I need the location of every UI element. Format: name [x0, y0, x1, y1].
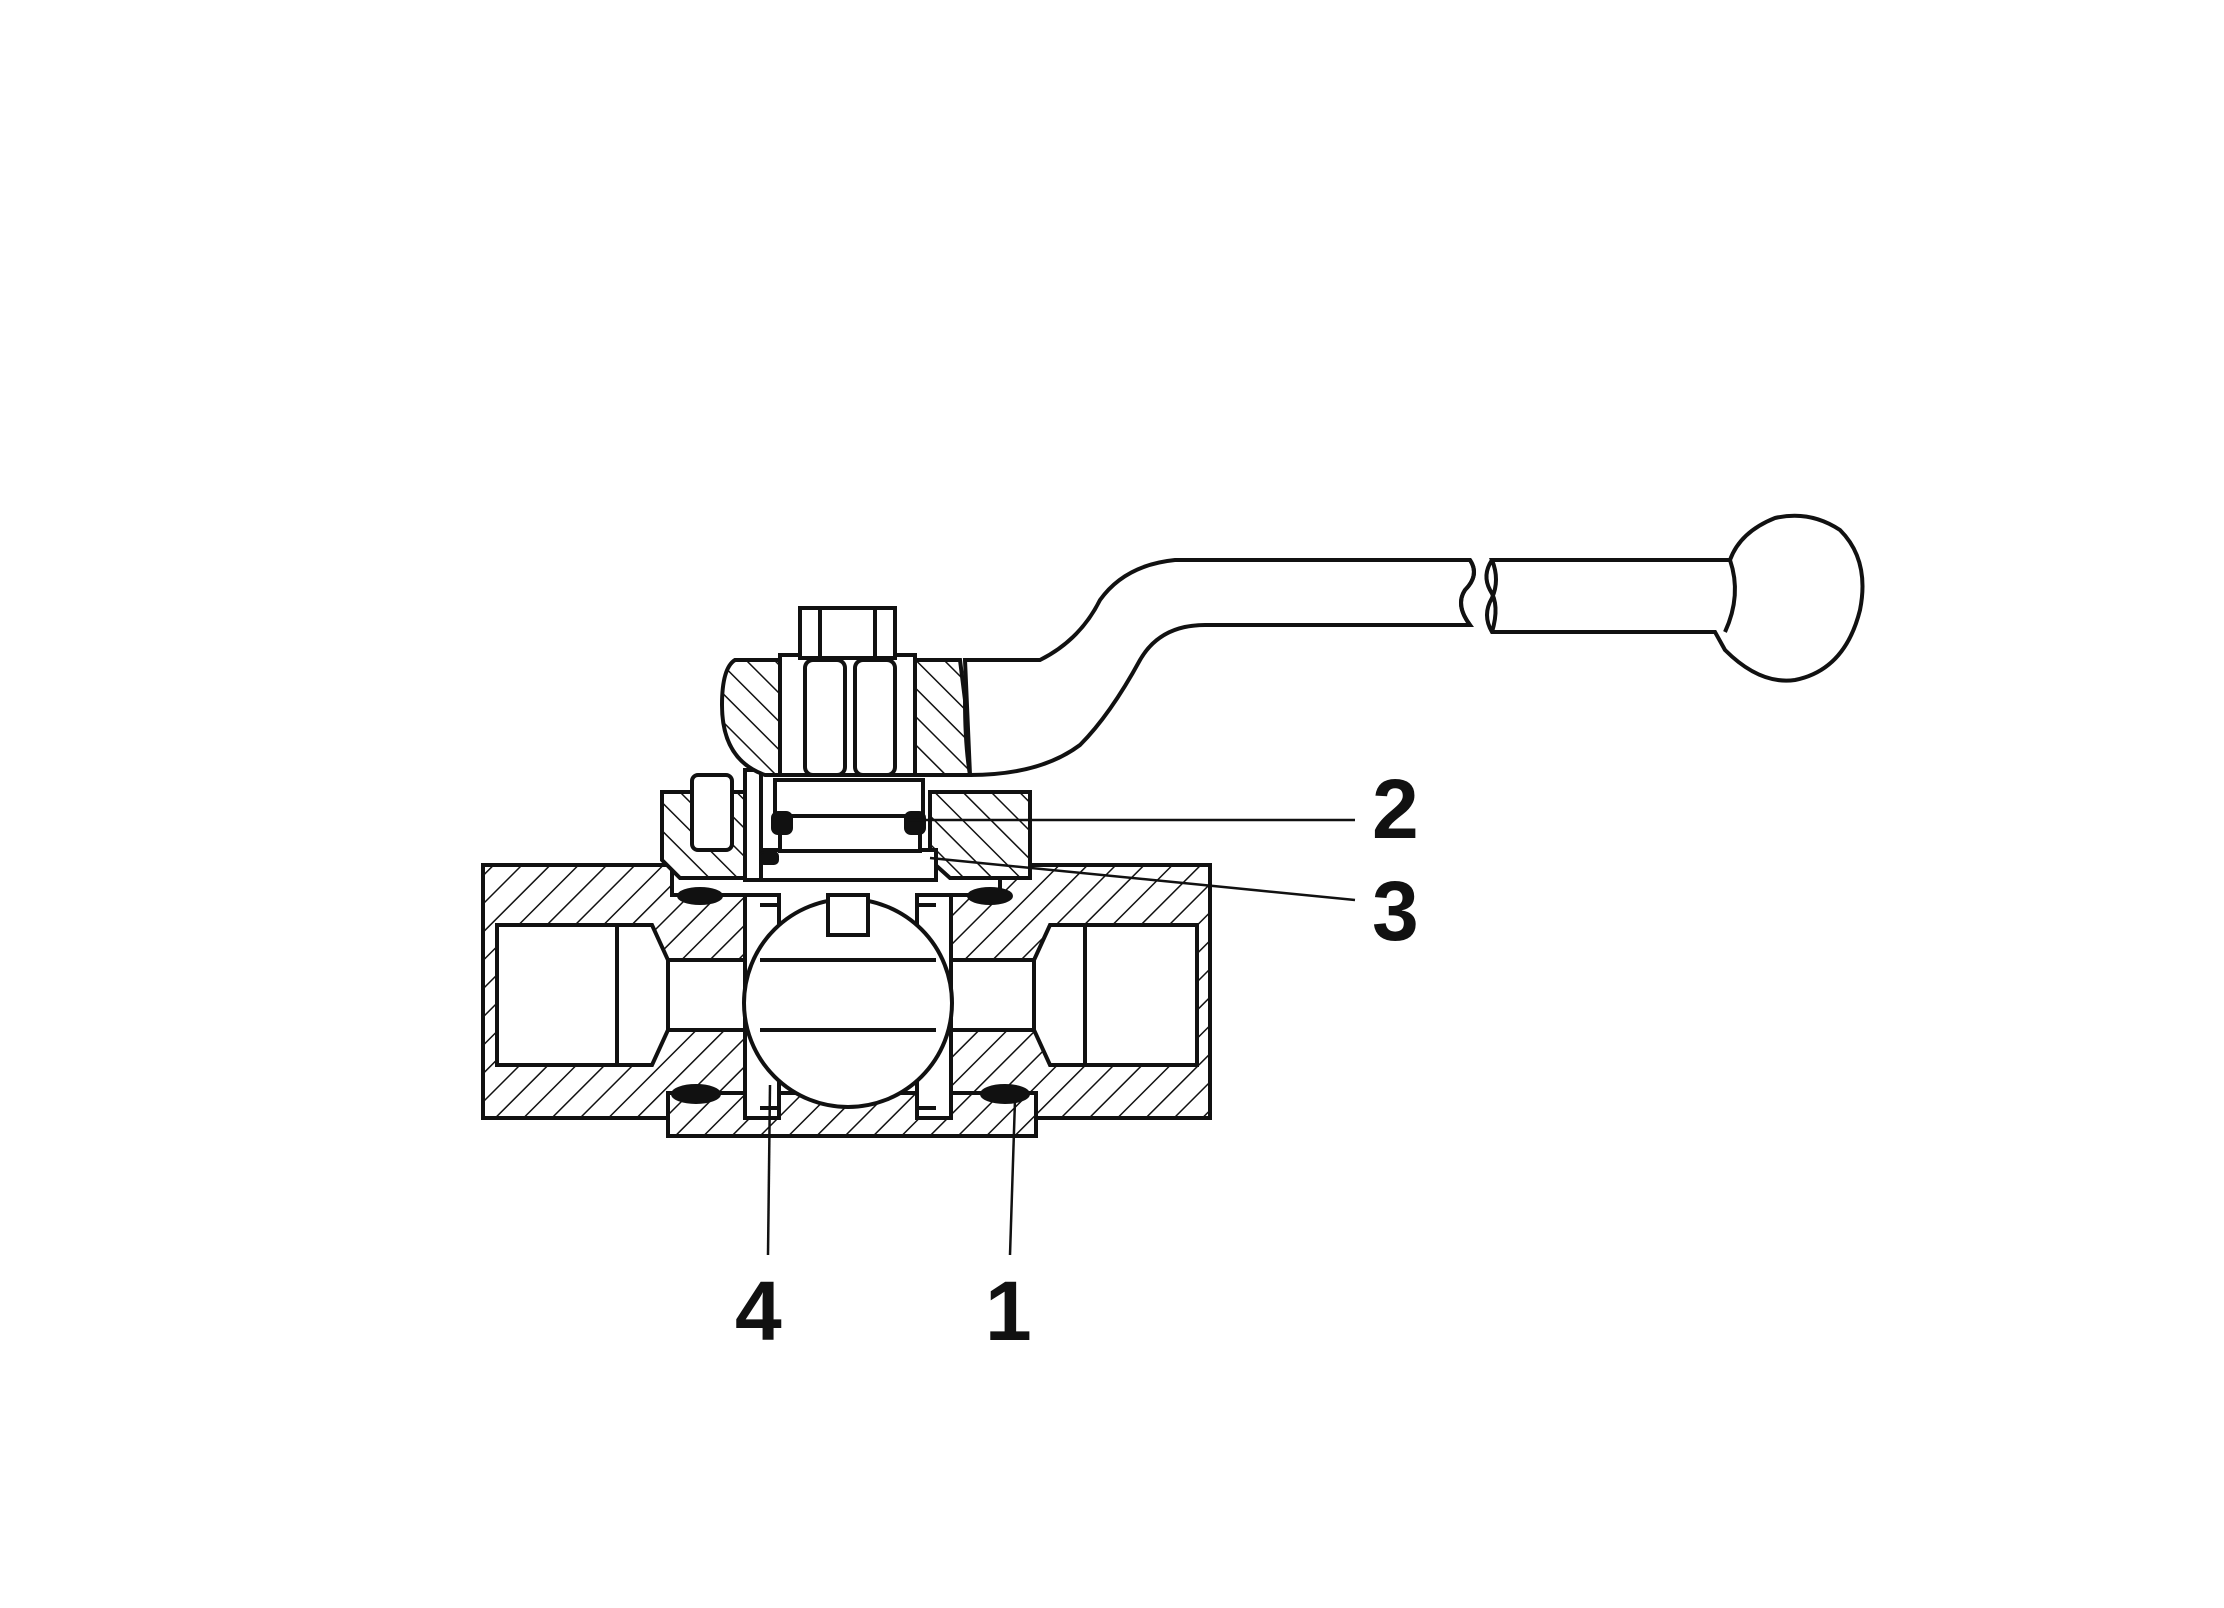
ports	[495, 923, 1199, 1067]
seal-bonnet-left	[677, 887, 723, 905]
leader-1	[1008, 1099, 1017, 1256]
callout-label-3: 3	[1372, 864, 1419, 958]
ball-and-seats	[742, 893, 954, 1120]
leader-3	[929, 856, 1356, 902]
lever-break-right	[1484, 558, 1498, 633]
seal-bonnet-right	[967, 887, 1013, 905]
right-port-taper	[1032, 923, 1087, 1067]
lever-shaft	[1485, 513, 1865, 683]
lever-break-left	[1459, 558, 1476, 627]
stem-upper	[773, 778, 925, 818]
lever-arm	[962, 558, 1476, 778]
callout-label-4: 4	[735, 1264, 782, 1358]
seal-bottom-left	[671, 1084, 721, 1104]
left-port-outer	[495, 923, 619, 1067]
right-port-bore	[946, 958, 1036, 1032]
handle-lever	[962, 513, 1865, 778]
seals	[671, 811, 1030, 1104]
callout-label-2: 2	[1372, 762, 1419, 856]
stem-lower	[758, 848, 938, 882]
gland-ring	[743, 768, 763, 882]
hub-body	[719, 658, 782, 777]
right-port-outer	[1083, 923, 1199, 1067]
stem-tang	[826, 893, 870, 937]
leader-lines	[766, 818, 1356, 1256]
bonnet-right	[928, 790, 1032, 880]
seal-stem-right	[904, 811, 926, 835]
stem-mid	[778, 813, 922, 853]
bonnet	[660, 768, 1032, 882]
left-port-bore	[666, 958, 752, 1032]
leader-4	[766, 1084, 772, 1256]
handle-hub	[719, 606, 973, 777]
hub-body-right	[913, 658, 973, 777]
nut-cap	[798, 606, 897, 660]
seal-bottom-right	[980, 1084, 1030, 1104]
knob-neck	[1723, 559, 1737, 633]
left-port-taper	[615, 923, 670, 1067]
stop-pin	[690, 773, 734, 852]
seal-stem-lower	[759, 851, 779, 865]
seal-stem-left	[771, 811, 793, 835]
callout-label-1: 1	[985, 1264, 1032, 1358]
